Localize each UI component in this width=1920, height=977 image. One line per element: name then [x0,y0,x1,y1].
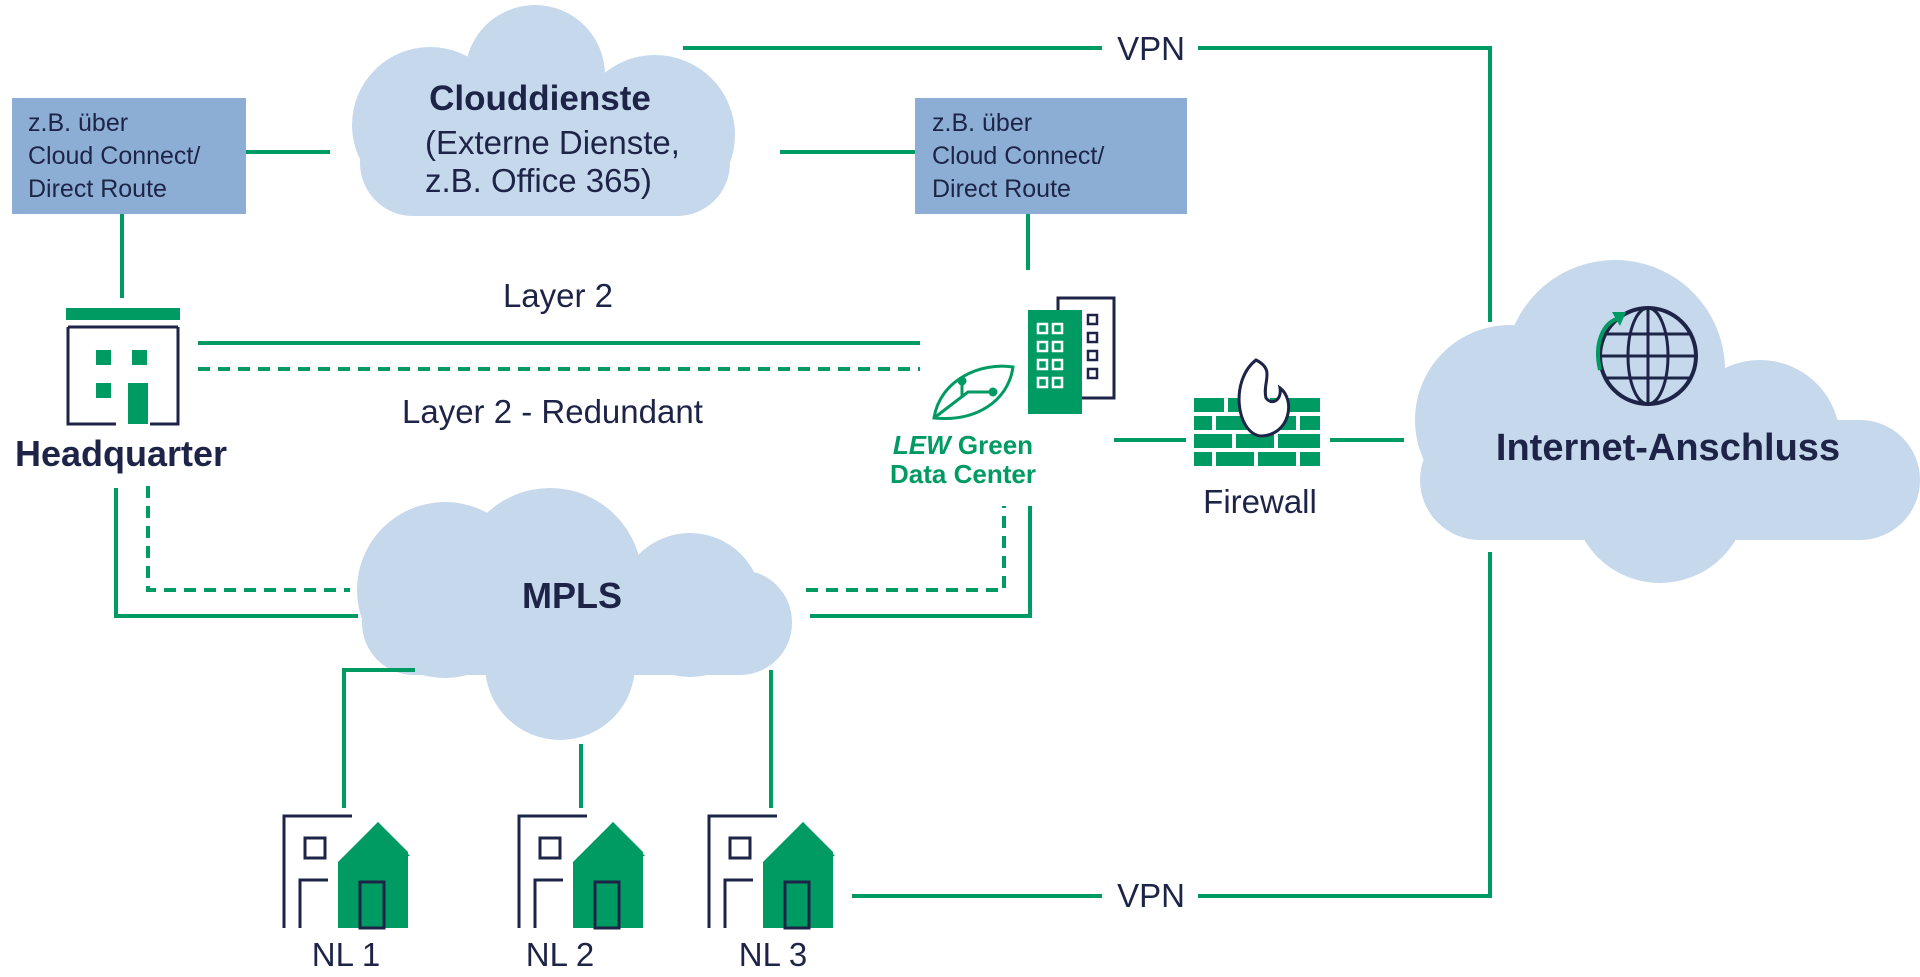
connect-box-left-line1: z.B. über [28,109,128,137]
mpls-cloud [357,488,792,740]
cloud-services-cloud [352,5,735,216]
branch-building-icon [707,814,835,930]
headquarter-building-icon [66,308,180,426]
layer2-label: Layer 2 [503,277,613,314]
data-center-label-line2: Data Center [890,459,1036,489]
cloud-services-title: Clouddienste [429,79,651,118]
connect-box-right-line2: Cloud Connect/ [932,142,1104,170]
cloud-services-line2: z.B. Office 365) [425,162,652,199]
branch-label-2: NL 2 [526,936,594,973]
firewall-label: Firewall [1203,483,1317,520]
connect-box-left [12,98,246,214]
connect-box-right [915,98,1187,214]
connect-box-right-line3: Direct Route [932,175,1071,203]
data-center-label-line1: LEW Green [893,430,1033,460]
branch-building-icon [517,814,645,930]
vpn-bottom-label: VPN [1117,877,1185,914]
internet-label: Internet-Anschluss [1496,427,1840,469]
connection-lines [114,46,1492,898]
vpn-top-label: VPN [1117,30,1185,67]
branch-label-3: NL 3 [739,936,807,973]
branch-label-1: NL 1 [312,936,380,973]
data-center-brand: LEW [893,430,953,460]
leaf-circuit-icon [932,364,1015,421]
mpls-label: MPLS [522,575,622,616]
cloud-services-line1: (Externe Dienste, [425,124,680,161]
branch-building-icon [282,814,410,930]
connect-box-left-line3: Direct Route [28,175,167,203]
connect-box-right-line1: z.B. über [932,109,1032,137]
firewall-icon [1194,358,1320,466]
layer2-redundant-label: Layer 2 - Redundant [402,393,703,430]
data-center-building-icon [1028,296,1116,414]
connect-box-left-line2: Cloud Connect/ [28,142,200,170]
headquarter-label: Headquarter [15,433,227,474]
data-center-word: Green [958,430,1033,460]
globe-icon [1596,306,1698,406]
